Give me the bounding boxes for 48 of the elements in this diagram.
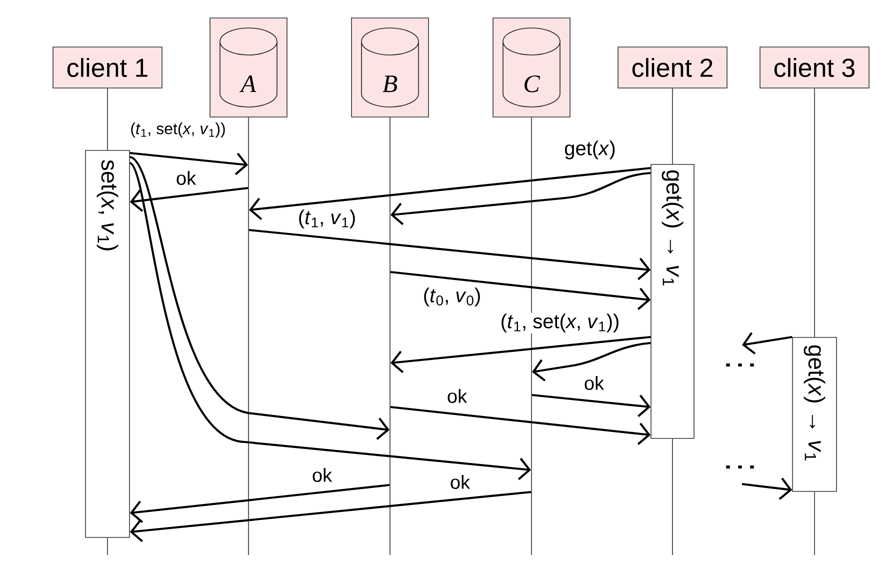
arrow (390, 406, 651, 446)
arrow (390, 270, 651, 310)
edge-label: (t$_{0}$, v$_{0}$) (422, 286, 482, 308)
arrow (129, 156, 390, 440)
arrow (130, 490, 532, 542)
edge-label: get(x) (563, 140, 617, 160)
edge-label: ok (448, 474, 472, 490)
database-cylinder: C (502, 28, 560, 108)
lifeline (107, 537, 108, 556)
lifeline (672, 438, 673, 556)
header-box: client 1 (52, 46, 162, 88)
edge-label: ok (310, 467, 334, 483)
arrow (742, 332, 792, 354)
lifeline (814, 88, 816, 338)
arrow (130, 186, 248, 212)
lifeline (107, 88, 108, 150)
header-box: client 2 (618, 46, 728, 88)
edge-label: ok (174, 170, 198, 186)
lifeline (248, 117, 249, 555)
arrow (742, 478, 792, 500)
activation-box: get(x) → v$_{1}$ (792, 337, 837, 492)
arrow (130, 152, 248, 176)
edge-label: (t$_{1}$, set(x, v$_{1}$)) (129, 122, 227, 138)
arrow (390, 336, 651, 374)
lifeline (531, 117, 532, 555)
activation-box: get(x) → v$_{1}$ (650, 164, 694, 439)
activation-box: set(x, v$_{1}$) (85, 150, 130, 538)
edge-label: ok (582, 375, 606, 391)
arrow (248, 228, 651, 280)
edge-label: ok (446, 388, 468, 404)
header-box: client 3 (760, 46, 870, 88)
arrow (129, 162, 531, 480)
database-cylinder: B (361, 28, 419, 108)
edge-label: (t$_{1}$, v$_{1}$) (296, 208, 358, 230)
header-box (351, 18, 429, 118)
arrow (390, 172, 651, 226)
lifeline (814, 491, 816, 556)
arrow (532, 342, 651, 382)
arrow (130, 484, 390, 524)
header-box (492, 18, 570, 118)
lifeline (672, 88, 673, 164)
ellipsis: ⋯ (726, 466, 754, 468)
arrow (249, 166, 651, 220)
header-box (210, 18, 288, 118)
arrow (532, 394, 651, 418)
ellipsis: ⋯ (726, 364, 754, 366)
edge-label: (t$_{1}$, set(x, v$_{1}$)) (499, 312, 621, 334)
database-cylinder: A (220, 28, 278, 108)
